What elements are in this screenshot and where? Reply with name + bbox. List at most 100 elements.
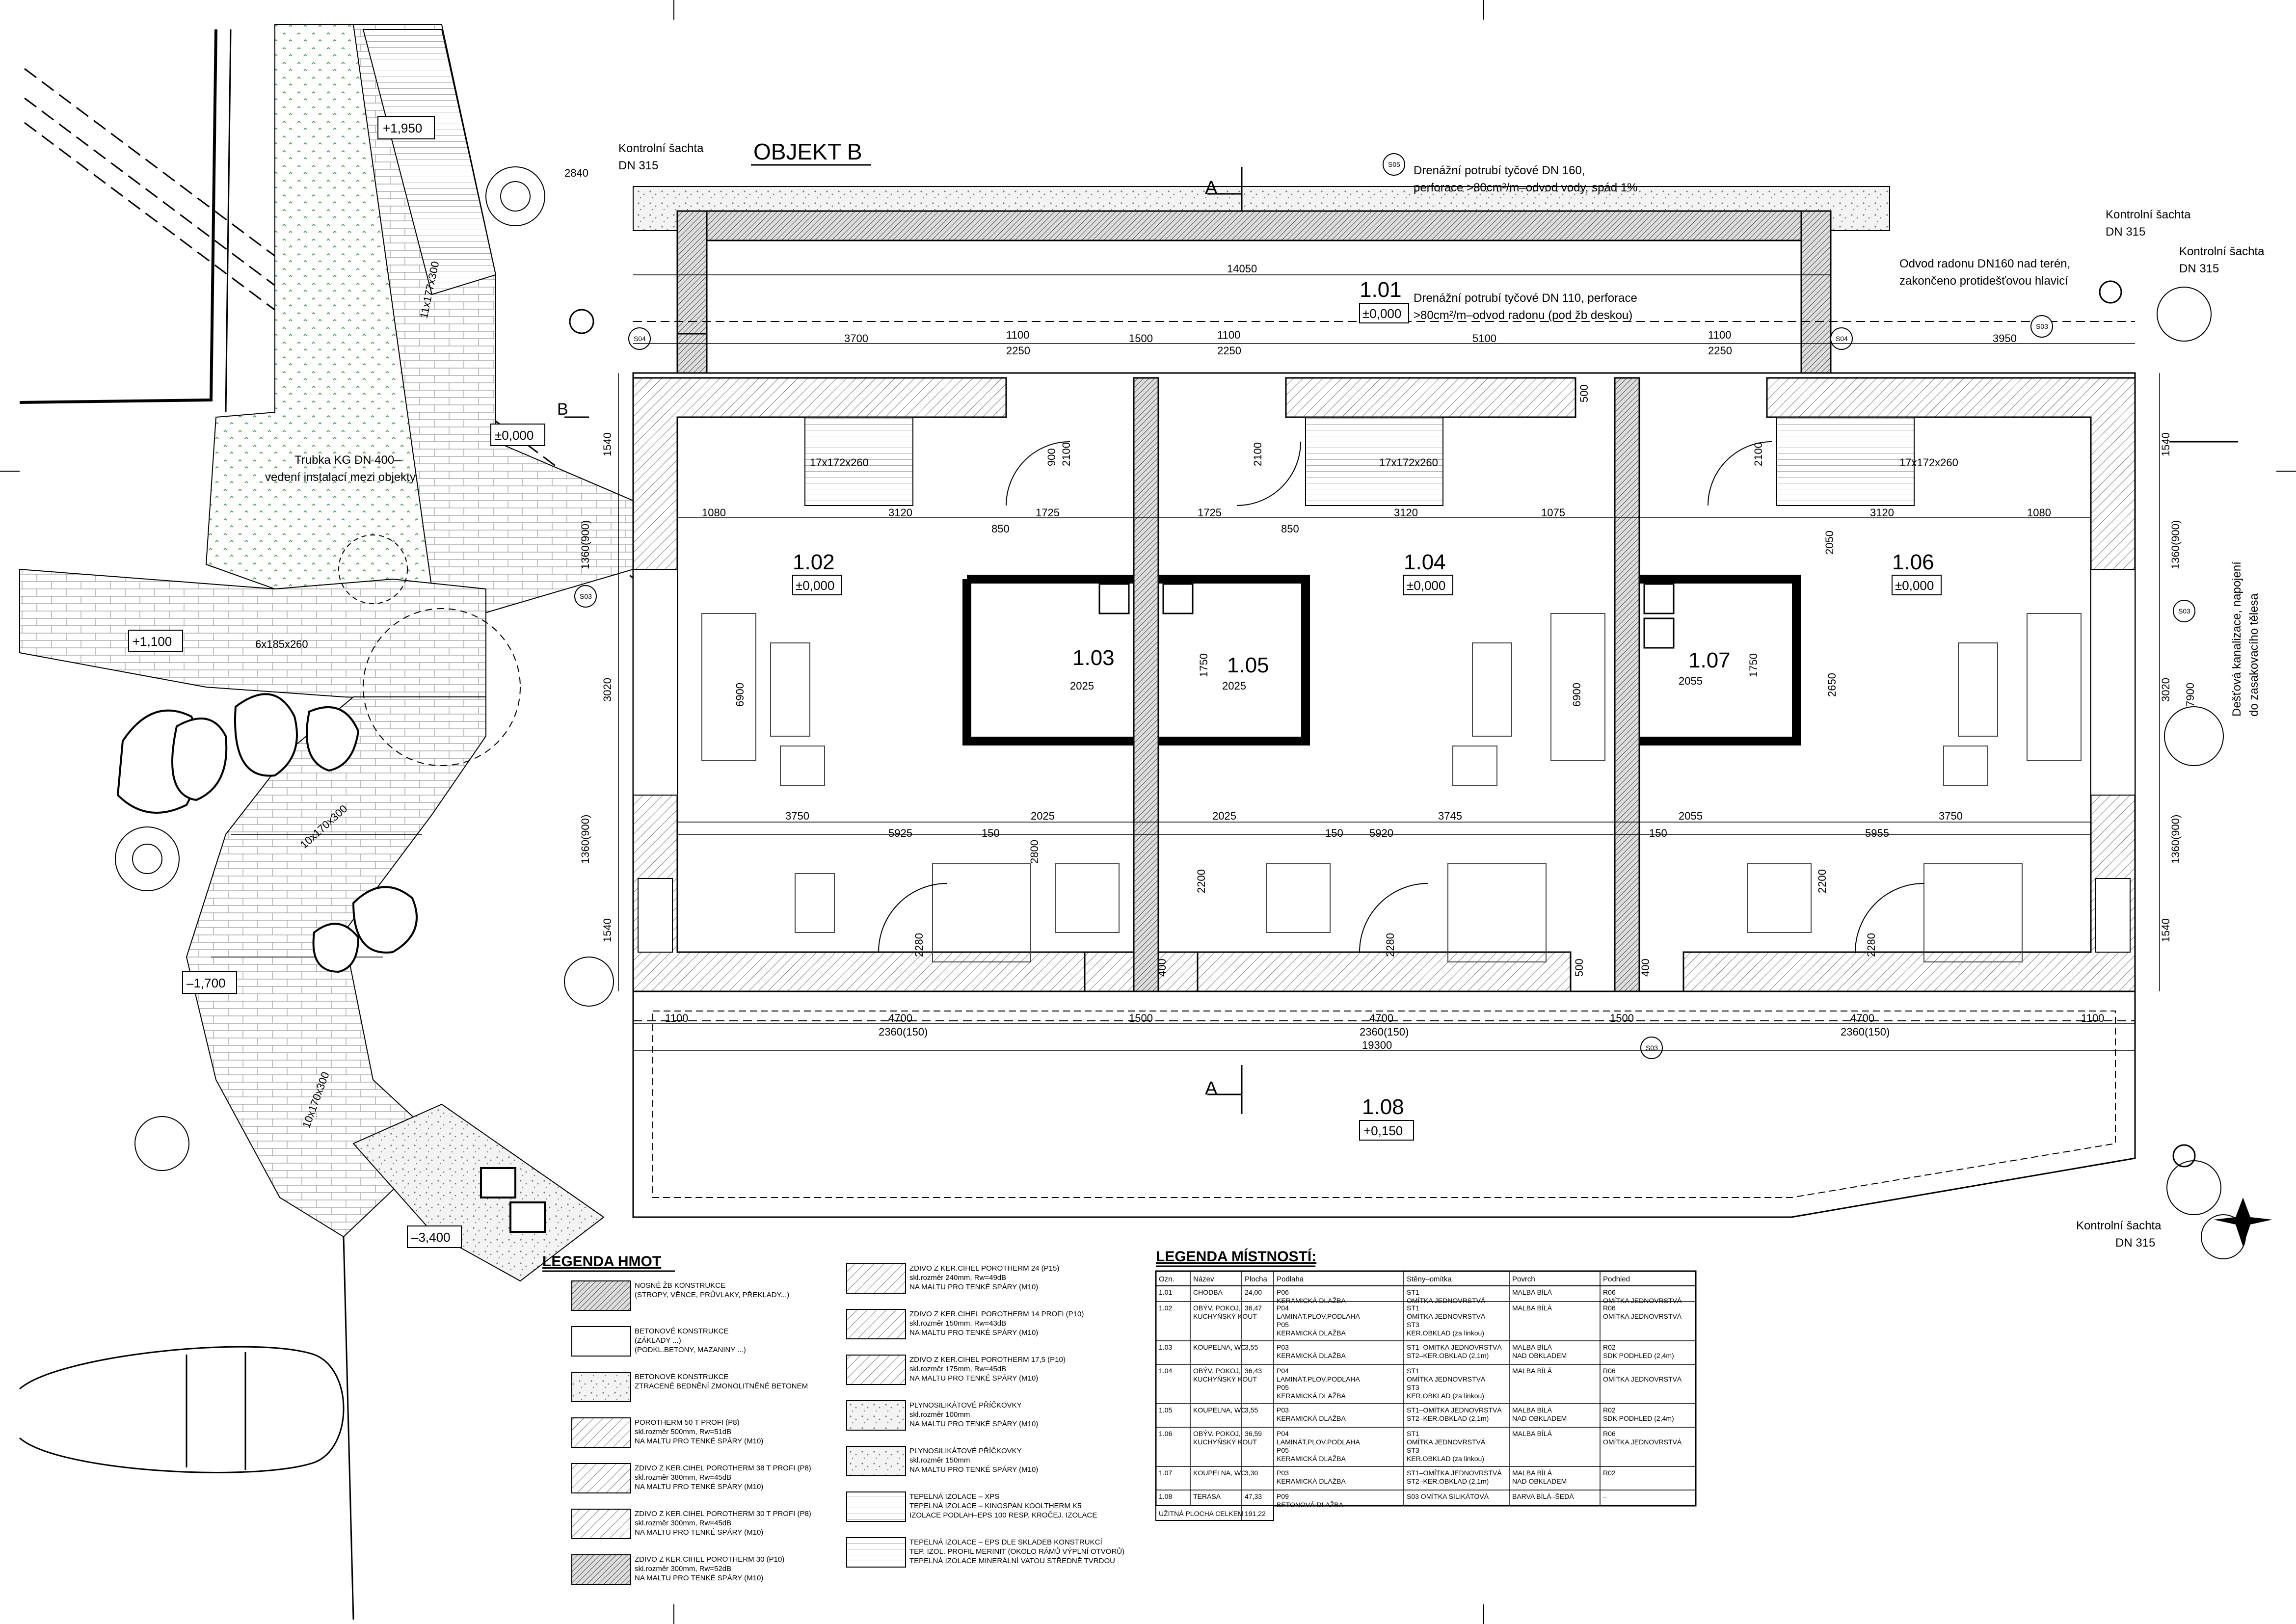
table-cell: KERAMICKÁ DLAŽBA: [1277, 1352, 1346, 1359]
dim-door-3b: 2250: [1708, 345, 1732, 357]
table-cell: ST2–KER.OBKLAD (2,1m): [1407, 1352, 1489, 1359]
dim-top-d: 3950: [1993, 332, 2017, 345]
table-header: Ozn.: [1159, 1275, 1175, 1283]
legend-material-text: NA MALTU PRO TENKÉ SPÁRY (M10): [635, 1483, 763, 1491]
table-cell: OBÝV. POKOJ,: [1193, 1304, 1241, 1312]
note-pipe-kg-line2: vedení instalací mezi objekty: [265, 471, 416, 484]
room-1-04-no: 1.04: [1404, 550, 1446, 574]
table-cell: ST2–KER.OBKLAD (2,1m): [1407, 1414, 1489, 1422]
legend-material-text: NA MALTU PRO TENKÉ SPÁRY (M10): [909, 1374, 1038, 1383]
note-radon-line2: zakončeno protidešťovou hlavicí: [1899, 274, 2068, 288]
dim-1360-tl: 1360(900): [579, 520, 591, 569]
dim-4700-right: 4700: [1850, 1012, 1874, 1024]
legend-swatch: [571, 1463, 631, 1493]
table-cell: ST3: [1407, 1321, 1419, 1329]
table-cell: 1.07: [1159, 1469, 1172, 1477]
table-cell: KERAMICKÁ DLAŽBA: [1277, 1455, 1346, 1463]
legend-swatch: [846, 1263, 906, 1294]
total-row: [1155, 1505, 1274, 1521]
dim-3020-right: 3020: [2160, 678, 2172, 702]
legend-material-text: skl.rozměr 240mm, Rw=49dB: [909, 1274, 1006, 1282]
table-cell: ST1: [1407, 1288, 1419, 1296]
legend-material-text: BETONOVÉ KONSTRUKCE: [635, 1327, 728, 1335]
dim-1540-bl: 1540: [601, 918, 614, 942]
dim-850-b: 850: [1281, 523, 1299, 535]
stair-s5c: 17x172x260: [1899, 456, 1958, 469]
dim-1540-br: 1540: [2160, 918, 2172, 942]
table-cell: 1.01: [1159, 1288, 1172, 1296]
dim-2100-a: 2100: [1060, 442, 1072, 466]
dim-1360-br: 1360(900): [2169, 815, 2182, 864]
dim-1080-left: 1080: [702, 506, 726, 519]
room-1-04-level: ±0,000: [1407, 578, 1445, 593]
table-cell: P04: [1277, 1430, 1289, 1438]
dim-1075: 1075: [1541, 506, 1565, 519]
table-cell: P04: [1277, 1304, 1289, 1312]
note-pipe-kg-line1: Trubka KG DN 400–: [294, 453, 401, 467]
legend-material-text: ZTRACENÉ BEDNĚNÍ ZMONOLITNĚNÉ BETONEM: [635, 1382, 808, 1390]
tag-s04-left: S04: [634, 335, 646, 343]
dim-1500-left: 1500: [1129, 1012, 1153, 1024]
table-cell: NAD OBKLADEM: [1512, 1414, 1567, 1422]
table-cell: R06: [1603, 1430, 1616, 1438]
legend-material-text: IZOLACE PODLAH–EPS 100 RESP. KROČEJ. IZO…: [909, 1511, 1097, 1519]
legend-material-text: skl.rozměr 175mm, Rw=45dB: [909, 1365, 1006, 1373]
dim-top-left: 2840: [564, 167, 588, 179]
level-l2: ±0,000: [495, 428, 534, 443]
table-cell: ST1: [1407, 1304, 1419, 1312]
dim-5925: 5925: [888, 827, 912, 839]
dim-1360-tr: 1360(900): [2169, 520, 2182, 569]
room-1-06-level: ±0,000: [1895, 578, 1934, 593]
table-cell: KERAMICKÁ DLAŽBA: [1277, 1329, 1346, 1337]
total-label: UŽITNÁ PLOCHA CELKEM: [1159, 1510, 1244, 1518]
table-cell: BARVA BÍLÁ–ŠEDÁ: [1512, 1492, 1574, 1500]
legend-material-text: NA MALTU PRO TENKÉ SPÁRY (M10): [909, 1283, 1038, 1291]
legend-swatch: [846, 1446, 906, 1476]
table-cell: 1.02: [1159, 1304, 1172, 1312]
section-markers: [564, 167, 2238, 1114]
legend-material-text: NA MALTU PRO TENKÉ SPÁRY (M10): [909, 1420, 1038, 1428]
section-a-bottom: A: [1205, 1078, 1218, 1099]
legend-swatch: [846, 1400, 906, 1431]
note-drain-110-line2: >80cm²/m–odvod radonu (pod žb deskou): [1414, 309, 1632, 322]
table-cell: KERAMICKÁ DLAŽBA: [1277, 1297, 1346, 1305]
tag-s05: S05: [1388, 160, 1400, 168]
legend-material-text: NOSNÉ ŽB KONSTRUKCE: [635, 1281, 725, 1290]
tag-s03-right: S03: [2178, 607, 2190, 615]
dim-400-a: 400: [1156, 958, 1168, 977]
legend-material-text: (STROPY, VĚNCE, PRŮVLAKY, PŘEKLADY...): [635, 1290, 789, 1299]
legend-swatch: [846, 1491, 906, 1522]
table-cell: KOUPELNA, WC: [1193, 1343, 1246, 1351]
room-labels: 1.01 ±0,000 1.02 ±0,000 1.03 1.04 ±0,000…: [792, 278, 1942, 1141]
table-cell: ST1–OMÍTKA JEDNOVRSTVÁ: [1407, 1343, 1502, 1351]
table-cell: 3,55: [1245, 1343, 1258, 1351]
dim-top-c: 5100: [1472, 332, 1496, 345]
table-cell: OMÍTKA JEDNOVRSTVÁ: [1603, 1438, 1682, 1446]
section-a-top: A: [1205, 178, 1218, 198]
table-cell: ST2–KER.OBKLAD (2,1m): [1407, 1477, 1489, 1485]
table-cell: P06: [1277, 1288, 1289, 1296]
table-cell: CHODBA: [1193, 1288, 1223, 1296]
legend-material-text: POROTHERM 50 T PROFI (P8): [635, 1418, 740, 1427]
dimension-lines: [618, 274, 2160, 1051]
manhole-d-label2: DN 315: [2115, 1236, 2155, 1250]
legend-material-text: skl.rozměr 500mm, Rw=51dB: [635, 1428, 731, 1436]
room-1-08-no: 1.08: [1362, 1095, 1404, 1119]
stair-s5a: 17x172x260: [810, 456, 869, 469]
legend-material-text: ZDIVO Z KER.CIHEL POROTHERM 14 PROFI (P1…: [909, 1310, 1084, 1318]
dim-1750-b: 1750: [1747, 653, 1760, 677]
table-cell: OMÍTKA JEDNOVRSTVÁ: [1603, 1375, 1682, 1383]
dim-1100-bl: 1100: [665, 1012, 688, 1024]
dim-150-c: 150: [1649, 827, 1667, 839]
dim-2200-b: 2200: [1816, 869, 1828, 893]
table-cell: NAD OBKLADEM: [1512, 1352, 1567, 1359]
dim-1540-tr: 1540: [2160, 432, 2172, 456]
table-cell: R02: [1603, 1469, 1616, 1477]
stair-labels: 11x177x300 6x185x260 10x170x300 10x170x3…: [255, 260, 1958, 1130]
table-cell: ST3: [1407, 1384, 1419, 1391]
table-cell: R06: [1603, 1288, 1616, 1296]
dimension-texts: 2840 14050 3700 1500 5100 3950 1100 2250…: [564, 167, 2196, 1051]
dim-150-a: 150: [982, 827, 1000, 839]
table-cell: 3,30: [1245, 1469, 1258, 1477]
table-cell: OMÍTKA JEDNOVRSTVÁ: [1603, 1297, 1682, 1305]
